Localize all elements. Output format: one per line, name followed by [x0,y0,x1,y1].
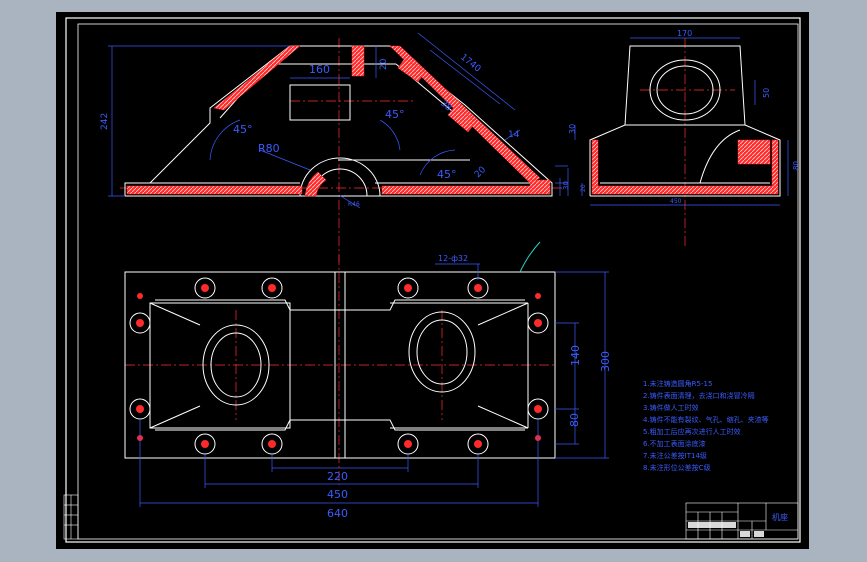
top-center-lines [125,255,555,485]
note-1: 1.未注铸造圆角R5-15 [643,379,712,388]
side-dim-170: 170 [677,29,692,38]
technical-notes: 1.未注铸造圆角R5-15 2.铸件表面清理，去浇口和浇冒冷隔 3.铸件做人工时… [643,379,769,472]
side-dim-20: 20 [580,184,587,192]
dim-r80: R80 [258,142,280,155]
title-block[interactable] [685,502,799,540]
side-dim-80: 80 [792,161,800,170]
engineering-drawing: 160 20 45° 45° 45° R80 242 1740 14 20 38… [63,17,801,543]
title-block-fill [688,522,764,537]
top-dim-450: 450 [327,488,348,501]
side-dimension-lines [574,37,789,206]
side-section-hatch [591,139,779,195]
top-labels: 12-ф32 220 450 640 140 80 300 [327,254,612,520]
note-3: 3.铸件做人工时效 [643,403,699,412]
drawing-sheet: 160 20 45° 45° 45° R80 242 1740 14 20 38… [56,12,809,549]
dim-45-right: 45° [437,168,457,181]
side-outline [589,45,781,197]
note-6: 6.不加工表面涂底漆 [643,439,706,448]
side-dim-450: 450 [670,198,682,205]
dim-45-mid: 45° [385,108,405,121]
front-section-hatch [126,45,551,197]
dim-160: 160 [309,63,330,76]
front-dimension-lines [108,32,569,209]
top-dim-140: 140 [569,345,582,366]
top-dim-220: 220 [327,470,348,483]
top-dim-300: 300 [599,351,612,372]
note-8: 8.未注形位公差按C级 [643,463,711,472]
holes-label: 12-ф32 [438,254,468,263]
part-name: 机座 [772,512,788,522]
side-dim-30: 30 [568,124,577,134]
side-dim-50: 50 [762,88,771,98]
dim-45-left: 45° [233,123,253,136]
note-2: 2.铸件表面清理，去浇口和浇冒冷隔 [643,391,755,400]
dim-30: 30 [562,181,570,190]
top-bolt-holes [129,277,549,455]
leader-line [519,241,541,273]
front-labels: 160 20 45° 45° 45° R80 242 1740 14 20 38… [100,52,570,208]
dim-14: 14 [508,130,520,140]
side-center-lines [640,38,735,248]
side-labels: 170 50 30 20 450 80 [568,29,800,205]
note-4: 4.铸件不能有裂纹、气孔、缩孔、夹渣等 [643,415,769,424]
top-dimension-lines [139,263,609,507]
dim-242: 242 [100,113,110,130]
side-view[interactable]: 170 50 30 20 450 80 [568,29,800,248]
left-strip [63,494,79,540]
note-7: 7.未注公差按IT14级 [643,451,707,460]
outer-frame [65,17,801,543]
dim-20b: 20 [473,165,488,180]
dim-1740: 1740 [458,52,482,74]
inner-frame [77,23,799,540]
front-outline [124,45,553,197]
note-5: 5.粗加工后应再次进行人工时效 [643,427,741,436]
top-view[interactable]: 12-ф32 220 450 640 140 80 300 [124,241,612,520]
top-dim-80: 80 [568,413,581,427]
dim-20: 20 [379,58,389,70]
front-view[interactable]: 160 20 45° 45° 45° R80 242 1740 14 20 38… [100,32,570,262]
top-dim-640: 640 [327,507,348,520]
dim-r46: R46 [348,201,360,208]
